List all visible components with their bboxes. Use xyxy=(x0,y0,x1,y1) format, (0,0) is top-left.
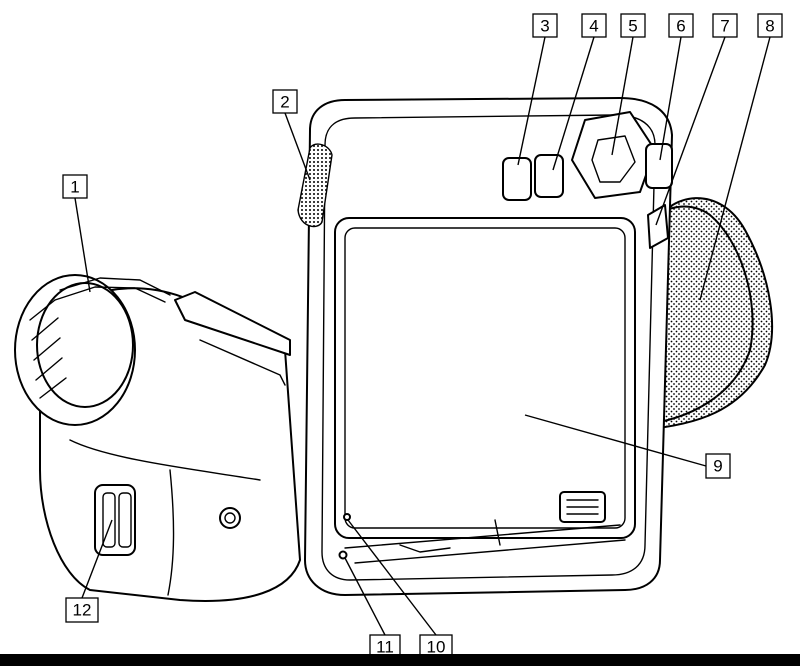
svg-text:9: 9 xyxy=(713,457,722,476)
svg-text:5: 5 xyxy=(628,17,637,36)
callout-7: 7 xyxy=(712,13,738,38)
callout-12: 12 xyxy=(65,597,99,623)
leader-lines xyxy=(74,36,771,636)
svg-text:8: 8 xyxy=(765,17,774,36)
svg-text:10: 10 xyxy=(427,638,446,657)
indicator-light xyxy=(343,513,351,521)
light-sensor xyxy=(338,550,348,560)
svg-text:6: 6 xyxy=(676,17,685,36)
callout-6: 6 xyxy=(668,13,694,38)
svg-text:12: 12 xyxy=(73,601,92,620)
bottom-band xyxy=(0,654,800,666)
callout-3: 3 xyxy=(532,13,558,38)
callout-8: 8 xyxy=(757,13,783,38)
button-4 xyxy=(534,154,564,198)
svg-text:1: 1 xyxy=(70,178,79,197)
svg-text:3: 3 xyxy=(540,17,549,36)
button-7 xyxy=(647,204,669,249)
callout-5: 5 xyxy=(620,13,646,38)
touchscreen xyxy=(334,217,636,539)
button-6 xyxy=(645,143,673,189)
speaker-grille xyxy=(297,143,333,228)
callout-4: 4 xyxy=(581,13,607,38)
camera-body xyxy=(297,97,673,596)
svg-text:7: 7 xyxy=(720,17,729,36)
callout-9: 9 xyxy=(705,453,731,479)
button-3 xyxy=(502,157,532,201)
callout-2: 2 xyxy=(272,89,298,114)
svg-text:11: 11 xyxy=(376,638,394,657)
callout-1: 1 xyxy=(62,174,88,199)
svg-text:2: 2 xyxy=(280,93,289,112)
lens-body xyxy=(14,274,301,602)
navigation-pad xyxy=(571,111,656,199)
svg-text:4: 4 xyxy=(589,17,598,36)
